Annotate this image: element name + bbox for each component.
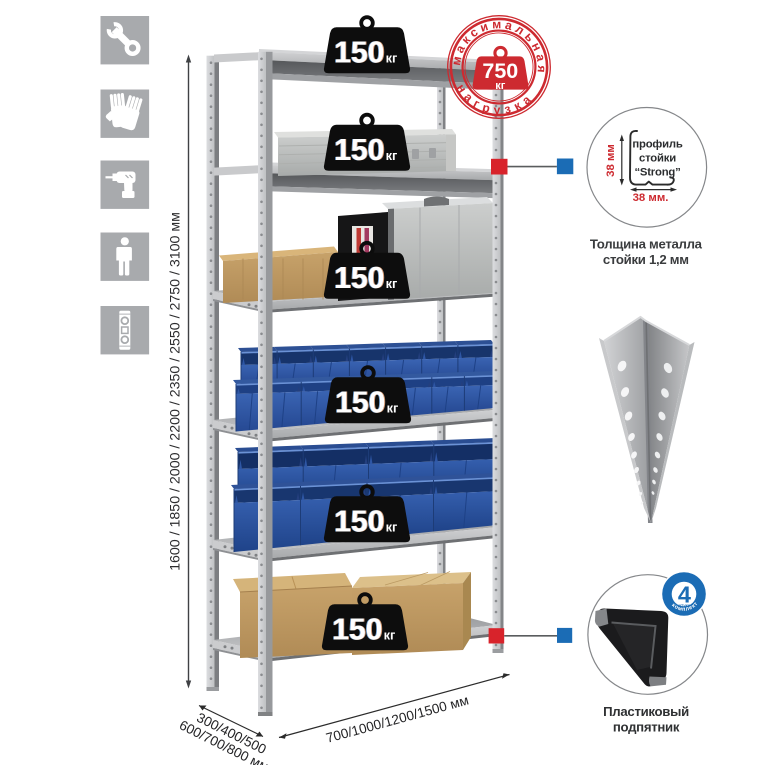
svg-text:38 мм.: 38 мм. — [633, 192, 669, 204]
svg-text:750: 750 — [482, 59, 518, 83]
svg-text:150: 150 — [332, 613, 382, 646]
svg-text:150: 150 — [334, 36, 384, 69]
svg-text:150: 150 — [335, 262, 385, 295]
svg-text:150: 150 — [335, 505, 385, 538]
svg-text:кг: кг — [387, 400, 399, 415]
svg-text:кг: кг — [495, 80, 506, 92]
svg-text:подпятник: подпятник — [613, 720, 680, 735]
svg-text:кг: кг — [386, 276, 398, 291]
svg-text:150: 150 — [336, 386, 386, 419]
svg-text:150: 150 — [333, 134, 383, 167]
svg-text:150: 150 — [334, 386, 384, 419]
svg-text:профиль: профиль — [632, 139, 682, 151]
svg-text:кг: кг — [386, 519, 398, 534]
svg-text:150: 150 — [333, 613, 383, 646]
svg-text:Толщина металла: Толщина металла — [590, 236, 703, 251]
svg-text:Пластиковый: Пластиковый — [603, 704, 689, 719]
svg-text:150: 150 — [334, 262, 384, 295]
svg-text:150: 150 — [335, 36, 385, 69]
svg-text:4: 4 — [678, 581, 691, 607]
svg-text:38 мм: 38 мм — [605, 144, 617, 177]
svg-text:150: 150 — [334, 505, 384, 538]
svg-text:кг: кг — [386, 148, 398, 163]
svg-text:1600 / 1850 / 2000 / 2200 / 23: 1600 / 1850 / 2000 / 2200 / 2350 / 2550 … — [168, 212, 184, 571]
svg-text:150: 150 — [333, 36, 383, 69]
svg-text:150: 150 — [335, 386, 385, 419]
svg-text:150: 150 — [335, 134, 385, 167]
svg-text:штуки: штуки — [678, 603, 691, 608]
svg-text:150: 150 — [333, 262, 383, 295]
svg-text:150: 150 — [331, 613, 381, 646]
svg-text:кг: кг — [384, 627, 396, 642]
svg-text:“Strong”: “Strong” — [634, 167, 680, 179]
svg-text:стойки 1,2 мм: стойки 1,2 мм — [603, 252, 689, 267]
svg-text:кг: кг — [386, 50, 398, 65]
svg-text:150: 150 — [333, 505, 383, 538]
svg-text:150: 150 — [334, 134, 384, 167]
svg-text:стойки: стойки — [639, 153, 676, 165]
